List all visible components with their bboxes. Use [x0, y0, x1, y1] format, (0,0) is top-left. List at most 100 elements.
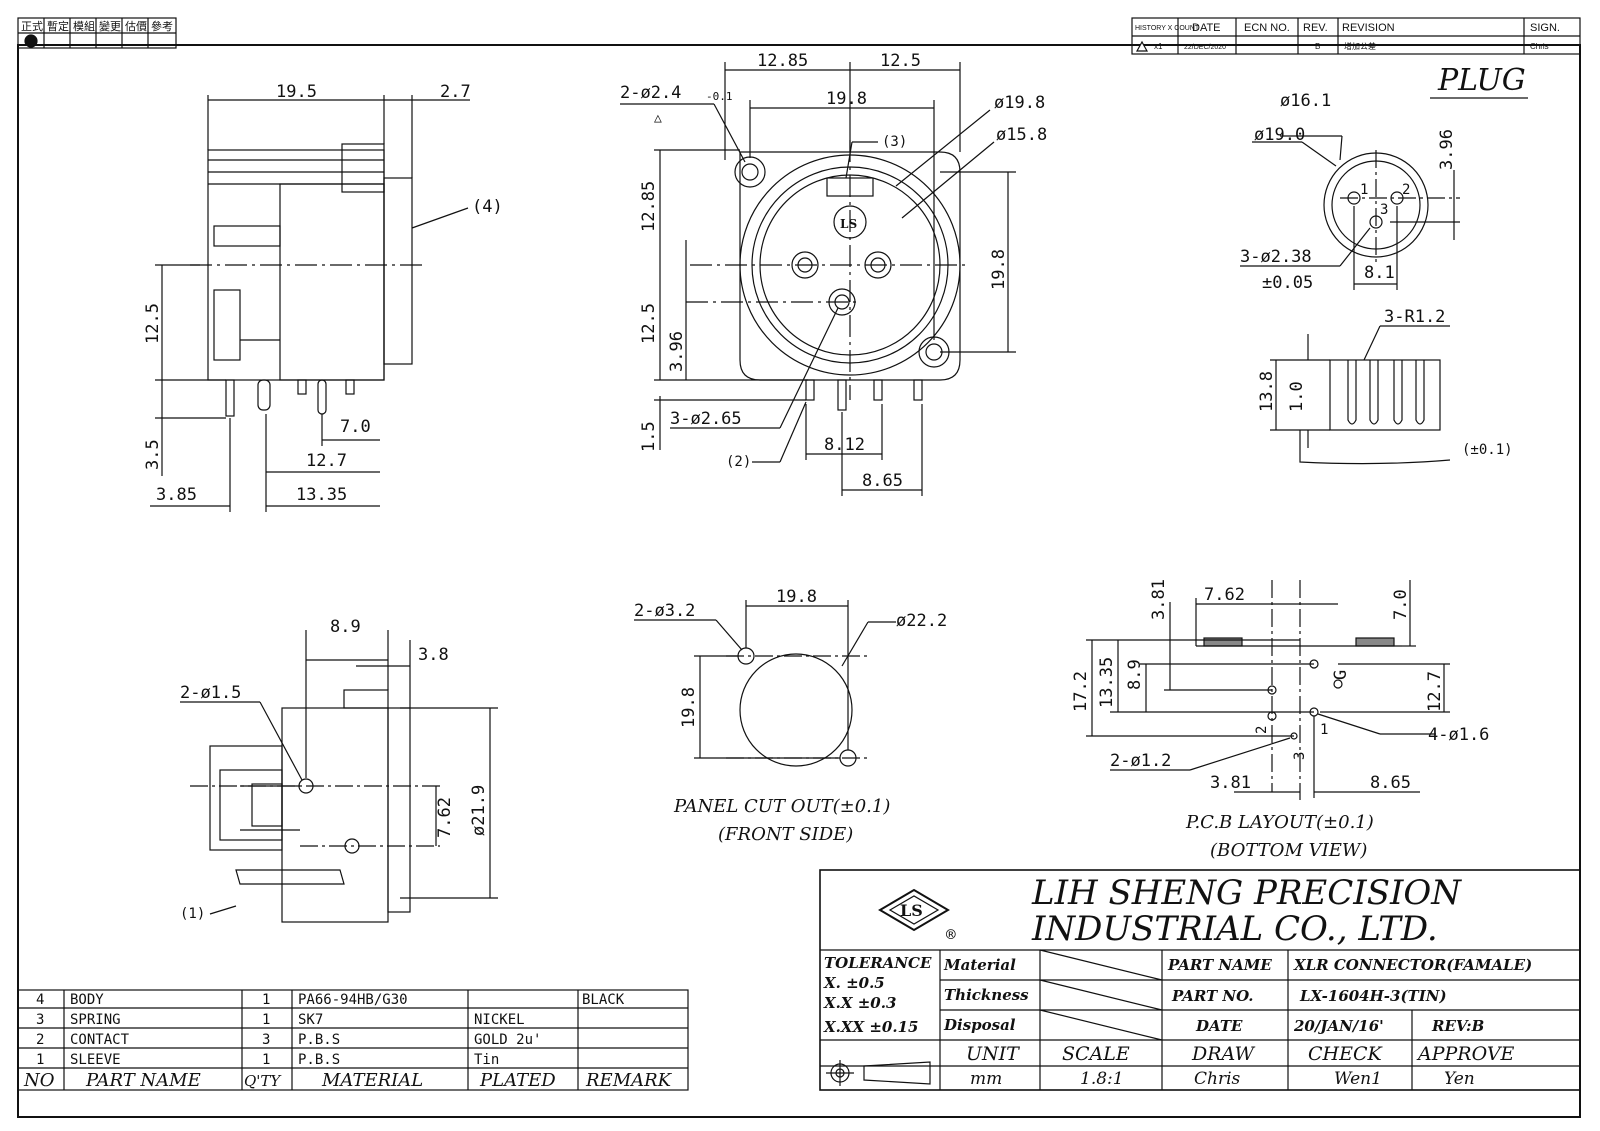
revision-letter: REV:B [1431, 1017, 1484, 1035]
scale-label: SCALE [1062, 1043, 1130, 1065]
plug-phi-16-1: ø16.1 [1280, 91, 1331, 111]
plug-dim-3-96: 3.96 [1437, 129, 1457, 170]
approve-label: APPROVE [1416, 1043, 1515, 1065]
tolerance-xxx: X.XX ±0.15 [823, 1018, 918, 1036]
bom-row3-qty: 3 [262, 1032, 270, 1048]
bom-header-name: PART NAME [85, 1070, 201, 1091]
pcb-hatch-right [1355, 637, 1395, 647]
plug-pin-2: 2 [1402, 182, 1410, 198]
panel-cutout-view: 19.8 2-ø3.2 ø22.2 19.8 PANEL CUT OUT(±0.… [634, 587, 947, 845]
dim-19-5: 19.5 [276, 82, 317, 102]
tolerance-x: X. ±0.5 [823, 974, 885, 992]
pcb-dim-7-62: 7.62 [1204, 585, 1245, 605]
dim-19-8-right: 19.8 [989, 249, 1009, 290]
revision-table: HISTORY X COUNT DATE ECN NO. REV. REVISI… [1131, 17, 1581, 55]
bom-row1-material: PA66-94HB/G30 [298, 992, 408, 1008]
disposal-label: Disposal [943, 1016, 1016, 1034]
side-view: 19.5 2.7 (4) 12.5 3.5 7.0 12.7 3.85 13.3… [143, 82, 503, 512]
bom-row1-no: 4 [36, 992, 44, 1008]
rev-header-revision: REVISION [1342, 22, 1395, 34]
dim-12-85-top: 12.85 [757, 51, 808, 71]
thickness-label: Thickness [944, 986, 1029, 1004]
bom-header-material: MATERIAL [321, 1070, 423, 1091]
dim-12-85-left: 12.85 [639, 181, 659, 232]
part-name: XLR CONNECTOR(FAMALE) [1293, 956, 1532, 974]
check-value: Wen1 [1334, 1069, 1382, 1089]
bom-row4-name: SLEEVE [70, 1052, 121, 1068]
front-hole-tolerance: -0.1 [706, 90, 733, 103]
draw-value: Chris [1194, 1069, 1241, 1089]
rev-description: 增加公差 [1344, 41, 1376, 51]
pcb-dim-3-81-top: 3.81 [1149, 579, 1169, 620]
pcb-holes-4: 4-ø1.6 [1428, 725, 1489, 745]
plug-pin-1: 1 [1360, 182, 1368, 198]
approval-dot [24, 34, 38, 48]
pcb-caption-1: P.C.B LAYOUT(±0.1) [1185, 812, 1374, 833]
bom-row1-name: BODY [70, 992, 104, 1008]
dim-phi-15-8: ø15.8 [996, 125, 1047, 145]
bom-header-plated: PLATED [479, 1070, 556, 1091]
pcb-holes-2: 2-ø1.2 [1110, 751, 1171, 771]
pcb-label-g: G [1331, 670, 1351, 680]
scale-value: 1.8:1 [1080, 1069, 1124, 1089]
front-pin-callout: 3-ø2.65 [670, 409, 742, 429]
bom-header-remark: REMARK [585, 1070, 673, 1091]
tolerance-xx: X.X ±0.3 [823, 994, 896, 1012]
company-name-1: LIH SHENG PRECISION [1031, 873, 1462, 913]
cutout-hole-callout: 2-ø3.2 [634, 601, 695, 621]
cutout-caption-1: PANEL CUT OUT(±0.1) [673, 796, 890, 817]
company-logo-inner [888, 895, 940, 925]
dim-8-12: 8.12 [824, 435, 865, 455]
bom-row4-plated: Tin [474, 1052, 499, 1068]
stamp-cell-6: 參考 [151, 19, 173, 33]
registered-mark: ® [946, 925, 956, 944]
rev-header-sign: SIGN. [1530, 22, 1560, 34]
plug-phi-19-0: ø19.0 [1254, 125, 1305, 145]
pcb-caption-2: (BOTTOM VIEW) [1210, 840, 1367, 861]
bom-row2-material: SK7 [298, 1012, 323, 1028]
stamp-cell-3: 模組 [73, 20, 95, 33]
pcb-dim-8-65: 8.65 [1370, 773, 1411, 793]
callout-1: (1) [180, 906, 205, 922]
tolerance-label: TOLERANCE [824, 954, 932, 972]
title-block: LS ® LIH SHENG PRECISION INDUSTRIAL CO.,… [819, 869, 1581, 1091]
bom-row3-plated: GOLD 2u' [474, 1032, 541, 1048]
bom-row3-no: 2 [36, 1032, 44, 1048]
material-label: Material [943, 956, 1016, 974]
pcb-hatch-left [1203, 637, 1243, 647]
bom-row4-qty: 1 [262, 1052, 270, 1068]
dim-3-96: 3.96 [667, 331, 687, 372]
drawing-date: 20/JAN/16' [1293, 1017, 1384, 1035]
stamp-cell-5: 估價 [125, 19, 147, 33]
bom-header-qty: Q'TY [244, 1072, 282, 1090]
bom-row2-name: SPRING [70, 1012, 121, 1028]
bottom-hole-callout: 2-ø1.5 [180, 683, 241, 703]
bom-header-no: NO [23, 1070, 55, 1091]
plug-pin-tolerance: ±0.05 [1262, 273, 1313, 293]
pcb-dim-3-81-bottom: 3.81 [1210, 773, 1251, 793]
plug-dim-8-1: 8.1 [1364, 263, 1395, 283]
bottom-dim-8-9: 8.9 [330, 617, 361, 637]
plug-pin-callout: 3-ø2.38 [1240, 247, 1312, 267]
dim-13-35: 13.35 [296, 485, 347, 505]
rev-header-ecn: ECN NO. [1244, 22, 1290, 34]
dim-3-85: 3.85 [156, 485, 197, 505]
plug-side-view: 3-R1.2 13.8 1.0 (±0.1) [1257, 307, 1513, 465]
company-logo [878, 888, 950, 932]
cutout-phi-22-2: ø22.2 [896, 611, 947, 631]
bom-row1-remark: BLACK [582, 992, 625, 1008]
stamp-cell-2: 暫定 [47, 19, 69, 33]
front-logo: LS [840, 217, 857, 231]
pcb-pin-1: 1 [1320, 722, 1328, 738]
sheet-border [17, 44, 1581, 1118]
cutout-dim-19-8-left: 19.8 [679, 687, 699, 728]
pcb-layout-view: 3.81 7.62 7.0 17.2 13.35 8.9 12.7 G 1 2 … [1071, 579, 1489, 861]
plug-side-radius: 3-R1.2 [1384, 307, 1445, 327]
rev-header-history: HISTORY X COUNT [1135, 25, 1200, 32]
rev-header-date: DATE [1192, 22, 1221, 34]
plug-view: PLUG ø16.1 ø19.0 3.96 3-ø2.38 ±0.05 8.1 … [1240, 63, 1528, 293]
unit-label: UNIT [966, 1043, 1020, 1065]
bom-row2-plated: NICKEL [474, 1012, 525, 1028]
bom-row2-no: 3 [36, 1012, 44, 1028]
